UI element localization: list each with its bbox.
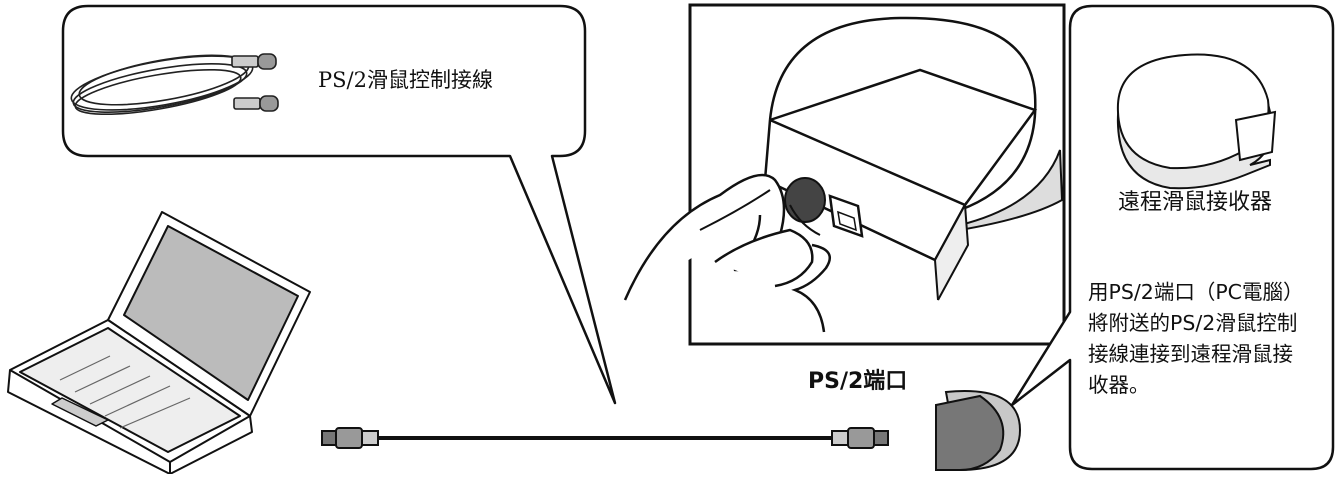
receiver-label: 遠程滑鼠接收器 (1118, 190, 1273, 215)
instruction-line: 收器。 (1088, 373, 1150, 397)
instruction-line: 接線連接到遠程滑鼠接 (1088, 342, 1293, 366)
mouse-receiver-icon (1116, 53, 1277, 190)
connection-instructions: 用PS/2端口（PC電腦） 將附送的PS/2滑鼠控制 接線連接到遠程滑鼠接 收器… (1088, 277, 1324, 401)
instruction-line: 將附送的PS/2滑鼠控制 (1088, 311, 1298, 335)
coiled-cable-icon (70, 53, 279, 116)
cable-callout-bubble (61, 4, 617, 405)
cable-label: PS/2滑鼠控制接線 (318, 68, 493, 92)
receiver-device-icon (935, 390, 1022, 472)
ps2-cable-icon (321, 427, 889, 449)
instruction-line: 用PS/2端口（PC電腦） (1088, 280, 1304, 304)
laptop-icon (7, 211, 311, 475)
port-closeup-panel (623, 3, 1066, 346)
port-label: PS/2端口 (808, 369, 908, 394)
